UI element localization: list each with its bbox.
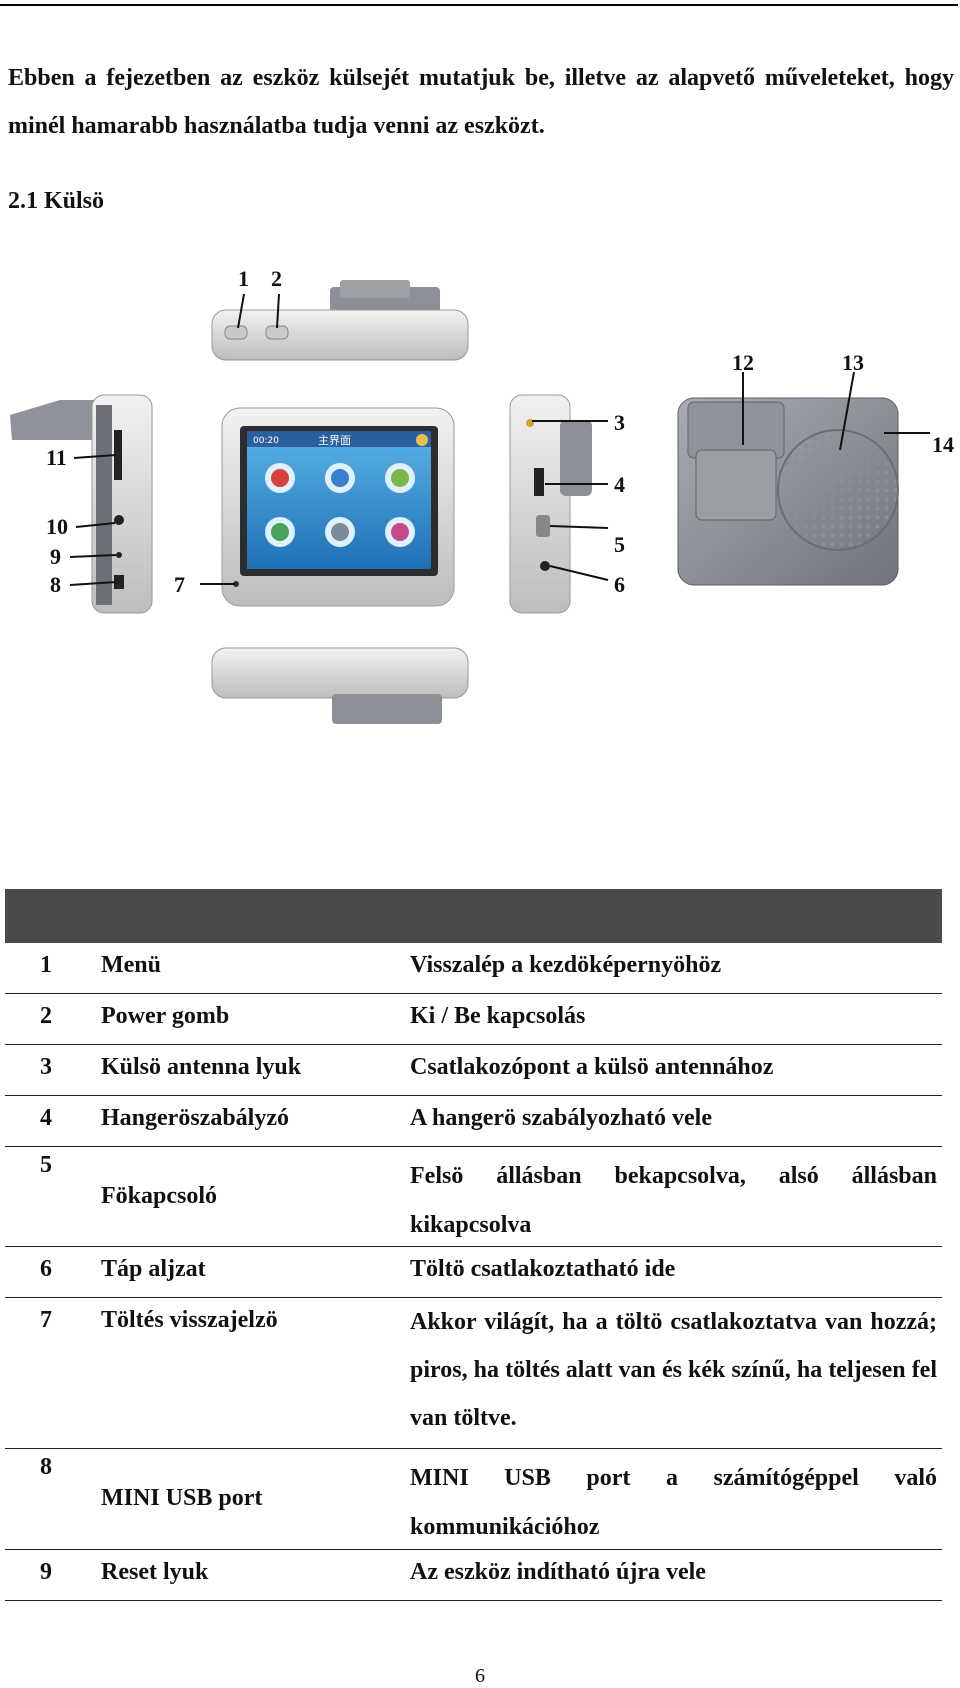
device-figure: 00:20 主界面 xyxy=(0,250,960,740)
row-number: 2 xyxy=(40,1003,52,1029)
row-number: 7 xyxy=(40,1307,52,1333)
callout-8: 8 xyxy=(50,572,61,597)
callout-6: 6 xyxy=(614,572,625,597)
row-description: Ki / Be kapcsolás xyxy=(410,1003,586,1029)
screen-time: 00:20 xyxy=(253,436,279,446)
top-rule xyxy=(0,4,958,6)
callout-11: 11 xyxy=(46,445,67,470)
row-part-name: Külsö antenna lyuk xyxy=(101,1054,302,1080)
row-part-name: Töltés visszajelzö xyxy=(101,1307,278,1333)
front-view: 00:20 主界面 xyxy=(200,407,455,607)
callout-labels: 1 2 3 4 5 6 7 8 9 10 11 12 13 14 xyxy=(46,266,954,597)
back-view xyxy=(677,371,930,586)
callout-9: 9 xyxy=(50,544,61,569)
callout-14: 14 xyxy=(932,432,954,457)
page-number: 6 xyxy=(475,1665,485,1687)
parts-table: 1 Menü Visszalép a kezdöképernyöhöz 2 Po… xyxy=(5,889,942,1601)
table-row: 5 Fökapcsoló Felsö állásban bekapcsolva,… xyxy=(5,1147,942,1247)
row-description: Felsö állásban bekapcsolva, alsó állásba… xyxy=(410,1163,937,1238)
row-number: 4 xyxy=(40,1105,52,1131)
right-side-view xyxy=(509,394,609,614)
table-row: 1 Menü Visszalép a kezdöképernyöhöz xyxy=(5,943,942,994)
row-description: Töltö csatlakoztatható ide xyxy=(410,1256,676,1282)
bottom-view xyxy=(211,647,469,724)
row-description: MINI USB port a számítógéppel való kommu… xyxy=(410,1465,937,1540)
callout-3: 3 xyxy=(614,410,625,435)
row-number: 9 xyxy=(40,1559,52,1585)
callout-4: 4 xyxy=(614,472,625,497)
row-number: 8 xyxy=(40,1454,52,1480)
section-title: 2.1 Külsö xyxy=(8,188,105,214)
callout-5: 5 xyxy=(614,532,625,557)
screen-title: 主界面 xyxy=(318,434,351,447)
table-row: 7 Töltés visszajelzö Akkor világít, ha a… xyxy=(5,1298,942,1449)
callout-10: 10 xyxy=(46,514,68,539)
row-part-name: Hangeröszabályzó xyxy=(101,1105,289,1131)
callout-12: 12 xyxy=(732,350,754,375)
row-part-name: Fökapcsoló xyxy=(101,1183,218,1209)
table-row: 3 Külsö antenna lyuk Csatlakozópont a kü… xyxy=(5,1045,942,1096)
device-views-illustration: 00:20 主界面 xyxy=(10,266,954,724)
callout-1: 1 xyxy=(238,266,249,291)
row-number: 6 xyxy=(40,1256,52,1282)
table-row: 9 Reset lyuk Az eszköz indítható újra ve… xyxy=(5,1550,942,1601)
table-row: 2 Power gomb Ki / Be kapcsolás xyxy=(5,994,942,1045)
row-number: 5 xyxy=(40,1152,52,1178)
row-description: Az eszköz indítható újra vele xyxy=(410,1559,706,1585)
callout-2: 2 xyxy=(271,266,282,291)
screen-app-icons xyxy=(265,463,415,547)
left-side-view xyxy=(10,394,153,614)
top-view xyxy=(211,280,469,361)
row-part-name: Reset lyuk xyxy=(101,1559,209,1585)
row-description: A hangerö szabályozható vele xyxy=(410,1105,712,1131)
row-description: Akkor világít, ha a töltö csatlakoztatva… xyxy=(410,1309,937,1431)
intro-paragraph: Ebben a fejezetben az eszköz külsejét mu… xyxy=(8,65,954,139)
row-description: Csatlakozópont a külsö antennához xyxy=(410,1054,774,1080)
table-row: 6 Táp aljzat Töltö csatlakoztatható ide xyxy=(5,1247,942,1298)
row-description: Visszalép a kezdöképernyöhöz xyxy=(410,952,722,978)
row-part-name: Táp aljzat xyxy=(101,1256,206,1282)
table-row: 8 MINI USB port MINI USB port a számítóg… xyxy=(5,1449,942,1550)
table-header-bar xyxy=(5,889,942,943)
row-part-name: MINI USB port xyxy=(101,1485,263,1511)
table-row: 4 Hangeröszabályzó A hangerö szabályozha… xyxy=(5,1096,942,1147)
row-part-name: Menü xyxy=(101,952,161,978)
callout-13: 13 xyxy=(842,350,864,375)
row-part-name: Power gomb xyxy=(101,1003,230,1029)
callout-7: 7 xyxy=(174,572,185,597)
row-number: 1 xyxy=(40,952,52,978)
row-number: 3 xyxy=(40,1054,52,1080)
